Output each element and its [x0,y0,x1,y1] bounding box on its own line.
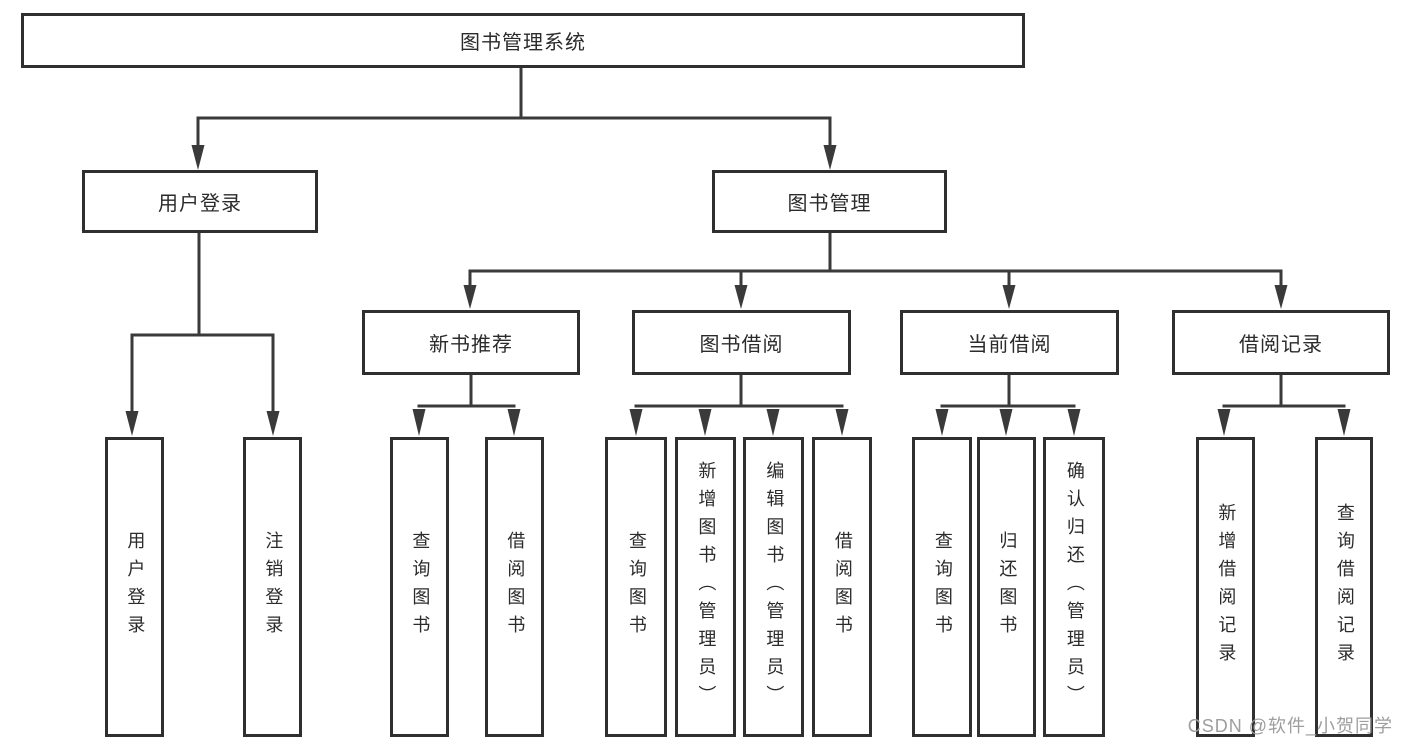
node-borrow-records-label: 借阅记录 [1239,334,1323,356]
leaf-borrow-books-recommend: 借阅图书 [485,437,544,737]
leaf-add-book-admin: 新增图书（管理员） [675,437,736,737]
node-root-label: 图书管理系统 [460,32,586,54]
leaf-query-books-recommend-label: 查询图书 [410,531,431,643]
arrowhead-icons [125,145,1351,436]
node-new-book-recommend: 新书推荐 [362,310,580,375]
leaf-query-books-current: 查询图书 [912,437,972,737]
leaf-query-books-borrow-label: 查询图书 [626,531,647,643]
leaf-edit-book-admin-label: 编辑图书（管理员） [764,461,785,713]
leaf-add-book-admin-label: 新增图书（管理员） [696,461,717,713]
node-root: 图书管理系统 [21,13,1025,68]
leaf-return-books: 归还图书 [977,437,1036,737]
leaf-logout-login: 注销登录 [243,437,302,737]
csdn-watermark: CSDN @软件_小贺同学 [1187,716,1393,736]
leaf-borrow-books-recommend-label: 借阅图书 [505,531,526,643]
node-current-borrow: 当前借阅 [900,310,1119,375]
leaf-query-books-recommend: 查询图书 [390,437,449,737]
leaf-add-borrow-record-label: 新增借阅记录 [1216,503,1237,671]
leaf-query-borrow-record: 查询借阅记录 [1315,437,1373,737]
node-current-borrow-label: 当前借阅 [967,334,1052,356]
leaf-logout-login-label: 注销登录 [263,531,284,643]
leaf-user-login: 用户登录 [105,437,164,737]
leaf-query-books-current-label: 查询图书 [932,531,953,643]
node-borrow-records: 借阅记录 [1172,310,1390,375]
leaf-query-borrow-record-label: 查询借阅记录 [1334,503,1355,671]
node-book-borrow-label: 图书借阅 [699,334,784,356]
connector-lines [130,68,1346,414]
node-user-login-label: 用户登录 [158,193,242,215]
node-user-login: 用户登录 [82,170,318,233]
leaf-borrow-books-borrow: 借阅图书 [812,437,872,737]
leaf-return-books-label: 归还图书 [997,531,1018,643]
leaf-edit-book-admin: 编辑图书（管理员） [743,437,804,737]
leaf-add-borrow-record: 新增借阅记录 [1196,437,1255,737]
leaf-confirm-return-admin-label: 确认归还（管理员） [1064,461,1085,713]
node-book-management-label: 图书管理 [787,193,872,215]
leaf-user-login-label: 用户登录 [125,531,146,643]
leaf-borrow-books-borrow-label: 借阅图书 [832,531,853,643]
node-book-borrow: 图书借阅 [632,310,851,375]
leaf-confirm-return-admin: 确认归还（管理员） [1043,437,1105,737]
leaf-query-books-borrow: 查询图书 [605,437,667,737]
node-new-book-recommend-label: 新书推荐 [429,334,513,356]
node-book-management: 图书管理 [712,170,947,233]
